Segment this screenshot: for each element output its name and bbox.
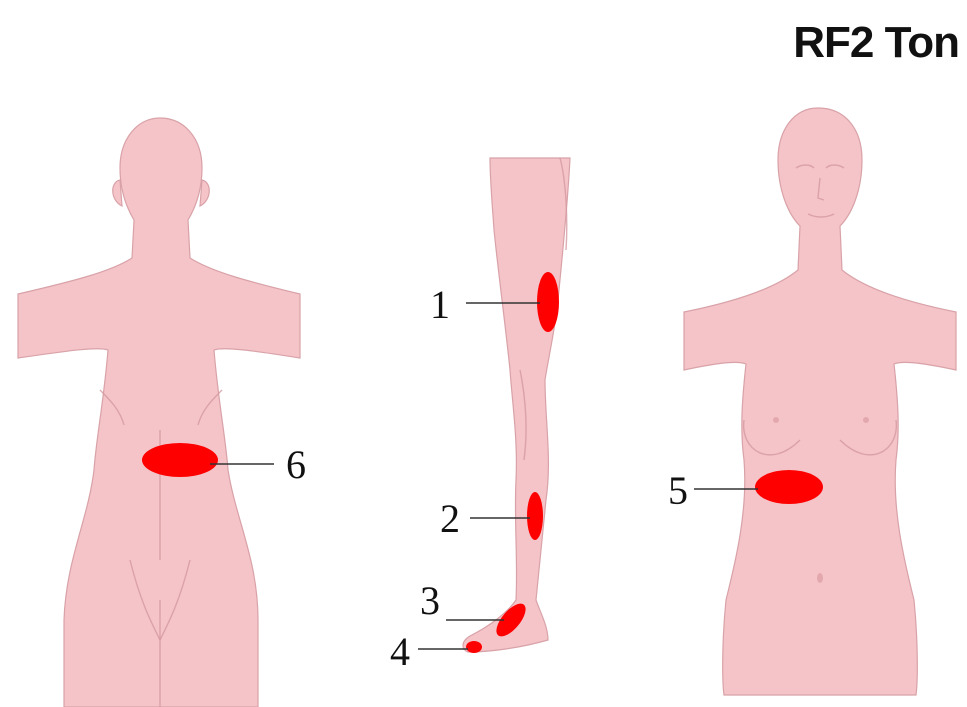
marker-3-label: 3	[420, 578, 440, 623]
marker-2	[527, 492, 543, 540]
marker-2-label: 2	[440, 496, 460, 541]
marker-4-label: 4	[390, 629, 410, 674]
marker-5	[755, 470, 823, 504]
marker-6	[142, 443, 218, 477]
marker-6-label: 6	[286, 442, 306, 487]
marker-1	[537, 272, 559, 332]
marker-5-label: 5	[668, 468, 688, 513]
back-view-figure: 6	[18, 118, 306, 707]
marker-4	[466, 641, 482, 653]
leg-side-view-figure: 1 2 3 4	[390, 158, 570, 674]
marker-1-label: 1	[430, 282, 450, 327]
front-view-figure: 5	[668, 108, 956, 695]
